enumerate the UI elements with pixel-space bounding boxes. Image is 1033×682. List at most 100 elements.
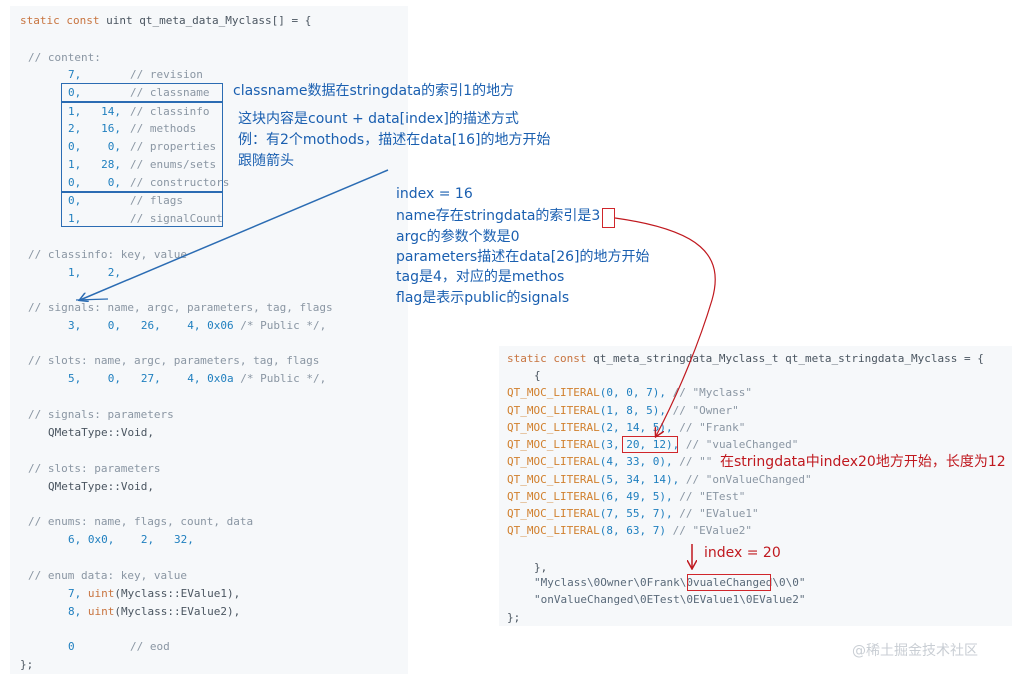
row-values: 7, <box>68 68 82 81</box>
signal-annotation-line-4: parameters描述在data[26]的地方开始 <box>396 249 650 265</box>
signal-annotation-line-3: argc的参数个数是0 <box>396 229 520 245</box>
literal-offset-highlight-box <box>622 436 678 453</box>
content-comment: // content: <box>28 51 101 64</box>
stringdata-open-brace: { <box>534 369 541 382</box>
slots-numbers: 5, 0, 27, 4, 0x0a <box>68 372 234 385</box>
literal-args: (6, 49, 5), <box>599 490 673 503</box>
classname-annotation: classname数据在stringdata的索引1的地方 <box>233 83 515 99</box>
meta-data-close: }; <box>20 658 34 671</box>
enum-value: (Myclass::EValue2), <box>114 605 241 618</box>
row-comment: // classinfo <box>130 105 210 118</box>
literal-args: (0, 0, 7), <box>599 386 666 399</box>
content-row-constructors: 0, 0, <box>68 176 121 189</box>
row-comment: // signalCount <box>130 212 223 225</box>
enum-value: (Myclass::EValue1), <box>114 587 241 600</box>
signal-annotation-line-1: index = 16 <box>396 186 473 202</box>
eod-comment: // eod <box>130 640 170 653</box>
literal-args: (4, 33, 0), <box>599 455 673 468</box>
classname-highlight-box <box>61 83 223 102</box>
literal-macro: QT_MOC_LITERAL <box>507 404 600 417</box>
literal-comment: // "Owner" <box>665 404 739 417</box>
slots-public-comment: /* Public */, <box>233 372 327 385</box>
signal-params-value: QMetaType::Void, <box>48 426 154 439</box>
classinfo-values: 1, 2, <box>68 266 121 279</box>
content-row-signal-count: 1, <box>68 212 82 225</box>
literal-comment: // "Frank" <box>672 421 746 434</box>
uint-keyword: uint <box>87 605 115 618</box>
index-to-literal-arrow <box>614 217 716 436</box>
methods-to-signals-arrow <box>80 169 389 300</box>
stringdata-close: }; <box>507 611 521 624</box>
slot-params-comment: // slots: parameters <box>28 462 161 475</box>
literal-args: (1, 8, 5), <box>599 404 666 417</box>
enum-data-row-2: 8, uint(Myclass::EValue2), <box>68 605 240 619</box>
enum-key: 7, <box>68 587 88 600</box>
static-const-keyword: static const <box>507 352 594 365</box>
list-item: QT_MOC_LITERAL(6, 49, 5), // "ETest" <box>507 490 745 504</box>
row-values: 0, <box>68 86 82 99</box>
literal-comment: // "EValue1" <box>672 507 759 520</box>
count-index-highlight-box <box>61 102 223 192</box>
literal-macro: QT_MOC_LITERAL <box>507 386 600 399</box>
row-comment: // constructors <box>130 176 230 189</box>
slots-values: 5, 0, 27, 4, 0x0a /* Public */, <box>68 372 326 386</box>
literal-comment: // "ETest" <box>672 490 746 503</box>
enums-comment: // enums: name, flags, count, data <box>28 515 254 528</box>
list-item: QT_MOC_LITERAL(8, 63, 7) // "EValue2" <box>507 524 752 538</box>
index20-annotation: index = 20 <box>704 545 781 561</box>
block-annotation-line-1: 这块内容是count + data[index]的描述方式 <box>238 111 519 127</box>
content-row-classinfo: 1, 14, <box>68 105 121 118</box>
content-row-enums-sets: 1, 28, <box>68 158 121 171</box>
literal-macro: QT_MOC_LITERAL <box>507 490 600 503</box>
flags-highlight-box <box>61 192 223 227</box>
literal-args: (7, 55, 7), <box>599 507 673 520</box>
literal-comment: // "" <box>672 455 713 468</box>
literal-comment: // "vualeChanged" <box>679 438 799 451</box>
stringdata-declaration: static const qt_meta_stringdata_Myclass_… <box>507 352 984 366</box>
meta-data-decl-rest: uint qt_meta_data_Myclass[] = { <box>106 14 312 27</box>
signal-annotation-line-6: flag是表示public的signals <box>396 290 570 306</box>
signals-comment: // signals: name, argc, parameters, tag,… <box>28 301 333 314</box>
list-item: QT_MOC_LITERAL(3, 20, 12), // "vualeChan… <box>507 438 798 452</box>
list-item: QT_MOC_LITERAL(7, 55, 7), // "EValue1" <box>507 507 759 521</box>
eod-value: 0 <box>68 640 75 653</box>
literal-comment: // "onValueChanged" <box>679 473 812 486</box>
signals-numbers: 3, 0, 26, 4, 0x06 <box>68 319 234 332</box>
vualechanged-highlight-box <box>687 574 771 591</box>
enums-values: 6, 0x0, 2, 32, <box>68 533 194 546</box>
literal-macro: QT_MOC_LITERAL <box>507 524 600 537</box>
literal-macro: QT_MOC_LITERAL <box>507 507 600 520</box>
signals-underline <box>75 298 109 301</box>
row-comment: // flags <box>130 194 183 207</box>
stringdata-string-2: "onValueChanged\0ETest\0EValue1\0EValue2… <box>534 593 806 606</box>
content-row-classname: 0, <box>68 86 81 100</box>
list-item: QT_MOC_LITERAL(1, 8, 5), // "Owner" <box>507 404 739 418</box>
content-row-properties: 0, 0, <box>68 140 121 153</box>
watermark: @稀土掘金技术社区 <box>852 643 978 659</box>
left-code-panel <box>10 6 408 674</box>
signal-params-comment: // signals: parameters <box>28 408 174 421</box>
block-annotation-line-3: 跟随箭头 <box>238 153 294 169</box>
literal-comment: // "EValue2" <box>665 524 753 537</box>
row-comment: // classname <box>130 86 210 99</box>
uint-keyword: uint <box>87 587 115 600</box>
row-comment: // methods <box>130 122 197 135</box>
signals-values: 3, 0, 26, 4, 0x06 /* Public */, <box>68 319 326 333</box>
stringdata-string-1: "Myclass\0Owner\0Frank\0vualeChanged\0\0… <box>534 576 806 589</box>
signals-public-comment: /* Public */, <box>233 319 327 332</box>
list-item: QT_MOC_LITERAL(5, 34, 14), // "onValueCh… <box>507 473 812 487</box>
signal-annotation-line-5: tag是4，对应的是methos <box>396 269 565 285</box>
stringdata-decl-rest: qt_meta_stringdata_Myclass_t qt_meta_str… <box>593 352 984 365</box>
literal-macro: QT_MOC_LITERAL <box>507 473 600 486</box>
literal-annotation: 在stringdata中index20地方开始，长度为12 <box>720 454 1006 470</box>
enum-data-comment: // enum data: key, value <box>28 569 187 582</box>
literal-macro: QT_MOC_LITERAL <box>507 438 600 451</box>
literal-args: (3, 20, 12), <box>599 438 680 451</box>
row-comment: // revision <box>130 68 203 81</box>
signal-annotation-line-2: name存在stringdata的索引是3 <box>396 208 601 224</box>
literal-macro: QT_MOC_LITERAL <box>507 421 600 434</box>
classinfo-comment: // classinfo: key, value <box>28 248 187 261</box>
literal-args: (8, 63, 7) <box>599 524 666 537</box>
block-annotation-line-2: 例：有2个mothods，描述在data[16]的地方开始 <box>238 132 551 148</box>
